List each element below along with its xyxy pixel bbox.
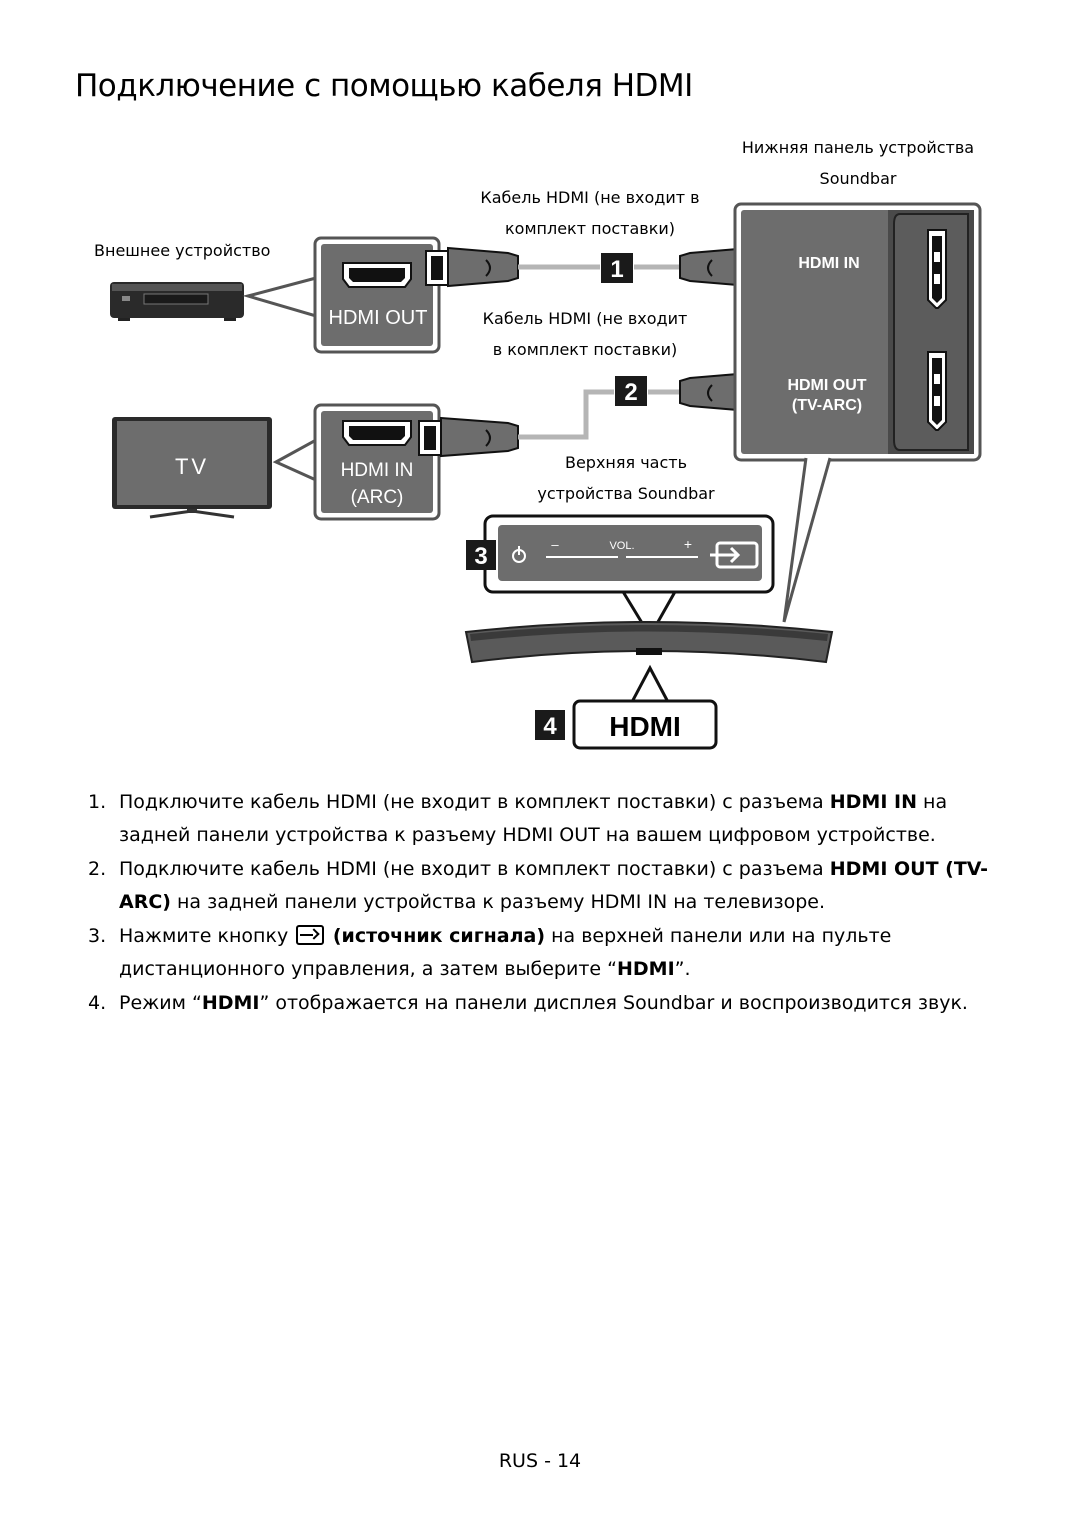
step-item-2: 2. Подключите кабель HDMI (не входит в ко…: [88, 853, 1018, 919]
display-text: HDMI: [609, 711, 681, 742]
cable1-label: Кабель HDMI (не входит в комплект постав…: [460, 182, 720, 244]
bottom-panel-label-line1: Нижняя панель устройства: [741, 138, 975, 157]
step-text: на верхней панели или на пульте дистанци…: [119, 925, 892, 980]
tv-icon: TV: [112, 417, 272, 519]
soundbar-hdmi-out-label-line2: (TV-ARC): [792, 397, 862, 414]
volume-plus-label: +: [684, 536, 692, 552]
hdmi-out-port-label: HDMI OUT: [329, 307, 428, 329]
step-bold: HDMI: [201, 992, 260, 1014]
cable2-label: Кабель HDMI (не входит в комплект постав…: [455, 303, 715, 365]
step-bold: HDMI OUT (TV-ARC): [119, 858, 989, 913]
step-marker-2: 2: [615, 376, 647, 406]
step-item-3: 3. Нажмите кнопку (источник сигнала) на в…: [88, 920, 1018, 986]
page-footer: RUS - 14: [498, 1450, 582, 1472]
step-text: Подключите кабель HDMI (не входит в комп…: [119, 791, 830, 813]
soundbar-icon: [464, 621, 834, 664]
step-marker-1-text: 1: [610, 256, 623, 283]
cable1-label-line2: комплект поставки): [504, 219, 676, 238]
step-text: Подключите кабель HDMI (не входит в комп…: [119, 858, 830, 880]
external-device-icon: [110, 282, 244, 321]
step-item-1: 1. Подключите кабель HDMI (не входит в ко…: [88, 786, 1018, 852]
step-marker-3-text: 3: [474, 543, 487, 570]
step-marker-4: 4: [535, 710, 565, 740]
step-text: ” отображается на панели дисплея Soundba…: [259, 992, 968, 1014]
cable2-label-line1: Кабель HDMI (не входит: [482, 309, 688, 328]
cable1-label-line1: Кабель HDMI (не входит в: [480, 188, 700, 207]
cable2-label-line2: в комплект поставки): [492, 340, 678, 359]
soundbar-top-panel: – VOL. +: [483, 514, 775, 639]
step-bold: HDMI IN: [829, 791, 917, 813]
step-marker-2-text: 2: [624, 379, 637, 406]
step-number: 2.: [88, 858, 107, 880]
tv-label: TV: [175, 454, 209, 479]
page-title: Подключение с помощью кабеля HDMI: [75, 68, 693, 104]
step-bold: HDMI: [616, 958, 675, 980]
tv-callout-pointer: [272, 437, 318, 483]
hdmi-in-arc-label-line2: (ARC): [351, 487, 404, 508]
step-marker-3: 3: [466, 540, 496, 570]
bottom-panel-label: Нижняя панель устройства Soundbar: [720, 132, 996, 194]
display-callout: HDMI: [572, 664, 718, 750]
step-number: 3.: [88, 925, 107, 947]
hdmi-in-arc-port-box: HDMI IN (ARC): [313, 403, 441, 521]
soundbar-hdmi-out-label-line1: HDMI OUT: [787, 377, 866, 394]
top-panel-label-line2: устройства Soundbar: [537, 484, 715, 503]
step-bold: (источник сигнала): [326, 925, 546, 947]
hdmi-cable-2: [418, 371, 777, 458]
bottom-panel-callout-pointer: [782, 457, 832, 623]
soundbar-hdmi-in-label: HDMI IN: [798, 255, 859, 272]
step-number: 4.: [88, 992, 107, 1014]
instruction-steps: 1. Подключите кабель HDMI (не входит в ко…: [88, 786, 1018, 1021]
step-text: Режим “: [119, 992, 202, 1014]
step-text: ”.: [674, 958, 691, 980]
step-marker-4-text: 4: [543, 713, 557, 740]
hdmi-out-port-box: HDMI OUT: [313, 236, 441, 354]
source-icon: [710, 541, 759, 569]
external-device-label: Внешнее устройство: [94, 241, 271, 260]
volume-minus-label: –: [551, 537, 559, 552]
step-text: Нажмите кнопку: [119, 925, 295, 947]
step-marker-1: 1: [601, 253, 633, 283]
step-number: 1.: [88, 791, 107, 813]
soundbar-bottom-panel: HDMI IN HDMI OUT (TV-ARC): [733, 202, 982, 462]
top-panel-label-line1: Верхняя часть: [564, 453, 688, 472]
bottom-panel-label-line2: Soundbar: [819, 169, 897, 188]
step-item-4: 4. Режим “HDMI” отображается на панели ди…: [88, 987, 1018, 1020]
hdmi-in-arc-label-line1: HDMI IN: [341, 460, 414, 481]
step-text: на задней панели устройства к разъему HD…: [119, 791, 948, 846]
volume-label: VOL.: [609, 540, 634, 552]
source-icon: [296, 925, 325, 945]
device-callout-pointer: [242, 276, 318, 319]
step-text: на задней панели устройства к разъему HD…: [170, 891, 826, 913]
top-panel-label: Верхняя часть устройства Soundbar: [496, 447, 756, 509]
connection-diagram: HDMI OUT TV HDMI IN (ARC) 1: [110, 202, 982, 750]
